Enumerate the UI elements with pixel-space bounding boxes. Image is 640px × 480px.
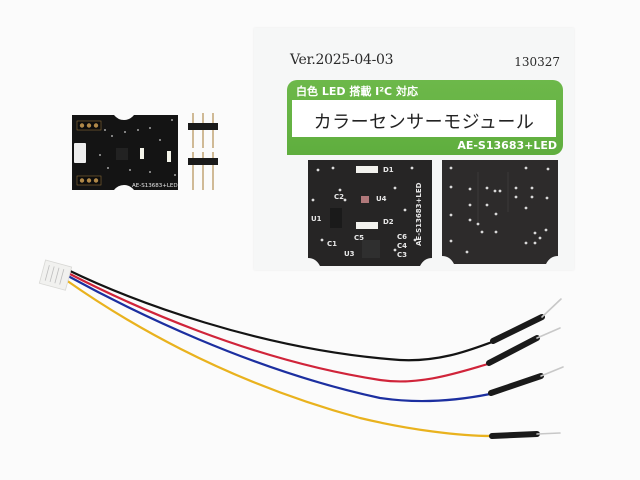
- svg-text:C2: C2: [334, 193, 344, 201]
- svg-text:U3: U3: [344, 250, 355, 258]
- package-pcb-back-image: [442, 160, 558, 264]
- svg-text:U1: U1: [311, 215, 322, 223]
- svg-text:U4: U4: [376, 195, 387, 203]
- svg-text:AE-S13683+LED: AE-S13683+LED: [415, 182, 423, 246]
- svg-text:D1: D1: [383, 166, 394, 174]
- serial-number: 130327: [514, 55, 560, 69]
- pin-header-2: [188, 152, 218, 190]
- jumper-cable: [64, 268, 494, 438]
- product-name: カラーセンサーモジュール: [313, 112, 535, 133]
- svg-text:C5: C5: [354, 234, 364, 242]
- wire-red: [66, 271, 490, 383]
- color-sensor-module: AE-S13683+LED: [72, 115, 178, 190]
- module-silkscreen-label: AE-S13683+LED: [132, 183, 178, 189]
- wire-blue: [66, 274, 492, 403]
- svg-text:C3: C3: [397, 251, 407, 259]
- product-label-frame: 白色 LED 搭載 I²C 対応 カラーセンサーモジュール AE-S13683+…: [287, 80, 563, 155]
- svg-text:C6: C6: [397, 233, 407, 241]
- svg-text:C4: C4: [397, 242, 407, 250]
- wire-yellow: [64, 278, 494, 438]
- cable-connector: [38, 259, 73, 291]
- product-name-box: カラーセンサーモジュール: [292, 100, 556, 137]
- svg-text:D2: D2: [383, 218, 394, 226]
- feature-tagline: 白色 LED 搭載 I²C 対応: [296, 85, 418, 98]
- wire-black: [66, 268, 494, 362]
- model-number: AE-S13683+LED: [457, 139, 557, 152]
- jumper-pins: [486, 298, 564, 439]
- version-label: Ver.2025-04-03: [290, 52, 394, 68]
- svg-text:C1: C1: [327, 240, 337, 248]
- pin-header-1: [188, 113, 218, 148]
